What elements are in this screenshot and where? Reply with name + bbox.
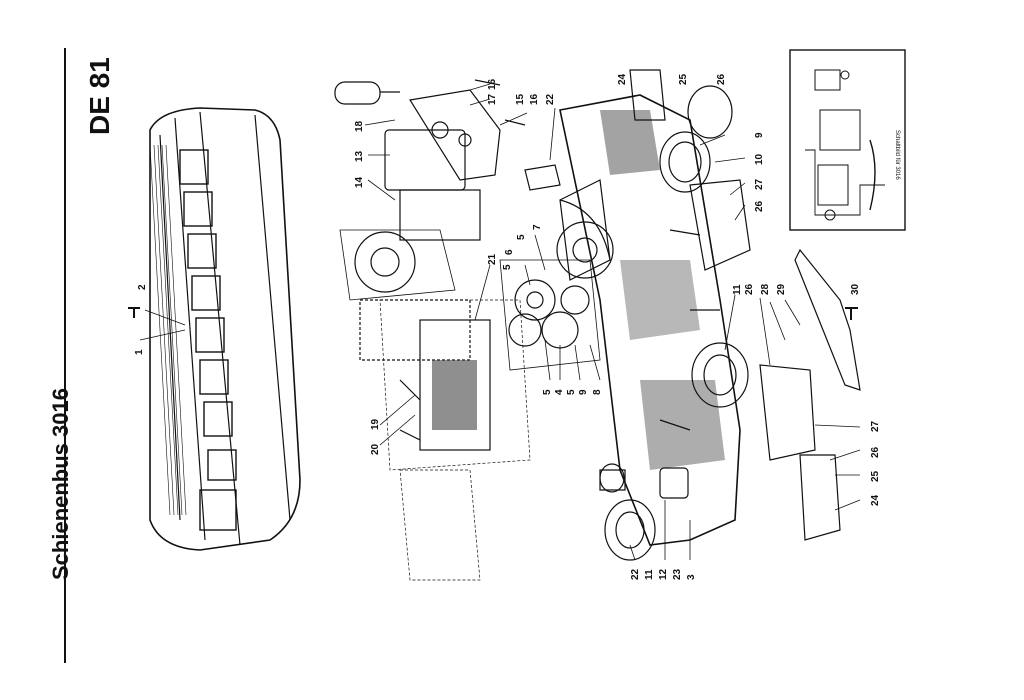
label-4: 4 bbox=[554, 389, 565, 395]
body-windows bbox=[179, 149, 237, 531]
contact-assembly bbox=[379, 299, 531, 581]
label-30: 30 bbox=[850, 283, 861, 295]
label-2: 2 bbox=[137, 284, 148, 290]
left-rule bbox=[64, 48, 66, 663]
label-9b: 9 bbox=[754, 132, 765, 138]
label-22a: 22 bbox=[545, 93, 556, 105]
label-17: 17 bbox=[487, 93, 498, 105]
label-24b: 24 bbox=[870, 494, 881, 506]
label-20: 20 bbox=[370, 443, 381, 455]
label-22b: 22 bbox=[630, 568, 641, 580]
wheel-set-top bbox=[659, 85, 733, 193]
label-5c: 5 bbox=[542, 389, 553, 395]
label-16b: 16 bbox=[529, 93, 540, 105]
label-11b: 11 bbox=[644, 569, 655, 580]
label-27b: 27 bbox=[870, 420, 881, 432]
label-26b: 26 bbox=[754, 200, 765, 212]
label-27a: 27 bbox=[754, 178, 765, 190]
label-5a: 5 bbox=[516, 234, 527, 240]
lamp-front bbox=[524, 164, 626, 491]
label-14: 14 bbox=[354, 176, 365, 188]
label-26c: 26 bbox=[744, 283, 755, 295]
label-8: 8 bbox=[592, 389, 603, 395]
label-26a: 26 bbox=[716, 73, 727, 85]
label-18: 18 bbox=[354, 120, 365, 132]
bogie-top bbox=[629, 69, 751, 271]
chassis-frame bbox=[556, 94, 741, 546]
label-15: 15 bbox=[515, 93, 526, 105]
label-19: 19 bbox=[370, 418, 381, 430]
label-3: 3 bbox=[686, 574, 697, 580]
part-labels: 1 2 18 13 14 16 17 15 16 22 21 6 5 5 7 1… bbox=[134, 73, 900, 580]
railbus-body bbox=[128, 107, 301, 551]
label-5b: 5 bbox=[502, 264, 513, 270]
label-25a: 25 bbox=[678, 73, 689, 85]
inset-caption: Schaltbild für 3016 bbox=[894, 130, 900, 180]
label-28: 28 bbox=[760, 283, 771, 295]
label-10: 10 bbox=[754, 153, 765, 165]
label-11a: 11 bbox=[732, 284, 743, 295]
label-16a: 16 bbox=[487, 78, 498, 90]
coupler-bar bbox=[794, 248, 861, 391]
label-12: 12 bbox=[658, 568, 669, 580]
wiring-inset bbox=[789, 49, 906, 231]
label-13: 13 bbox=[354, 150, 365, 162]
bogie-bottom bbox=[759, 364, 841, 541]
motor-assembly bbox=[334, 79, 526, 361]
label-24a: 24 bbox=[617, 73, 628, 85]
label-25b: 25 bbox=[870, 470, 881, 482]
roof-ribs bbox=[149, 144, 187, 516]
label-21: 21 bbox=[487, 253, 498, 265]
label-6: 6 bbox=[504, 249, 515, 255]
label-26d: 26 bbox=[870, 446, 881, 458]
wheel-set-bottom bbox=[599, 463, 689, 561]
label-5d: 5 bbox=[566, 389, 577, 395]
gear-block bbox=[499, 259, 601, 371]
label-23: 23 bbox=[672, 568, 683, 580]
label-1: 1 bbox=[134, 349, 145, 355]
leader-lines bbox=[364, 83, 861, 561]
label-29: 29 bbox=[776, 283, 787, 295]
label-9a: 9 bbox=[578, 389, 589, 395]
wheel-set-middle bbox=[691, 342, 749, 408]
label-7: 7 bbox=[532, 224, 543, 230]
